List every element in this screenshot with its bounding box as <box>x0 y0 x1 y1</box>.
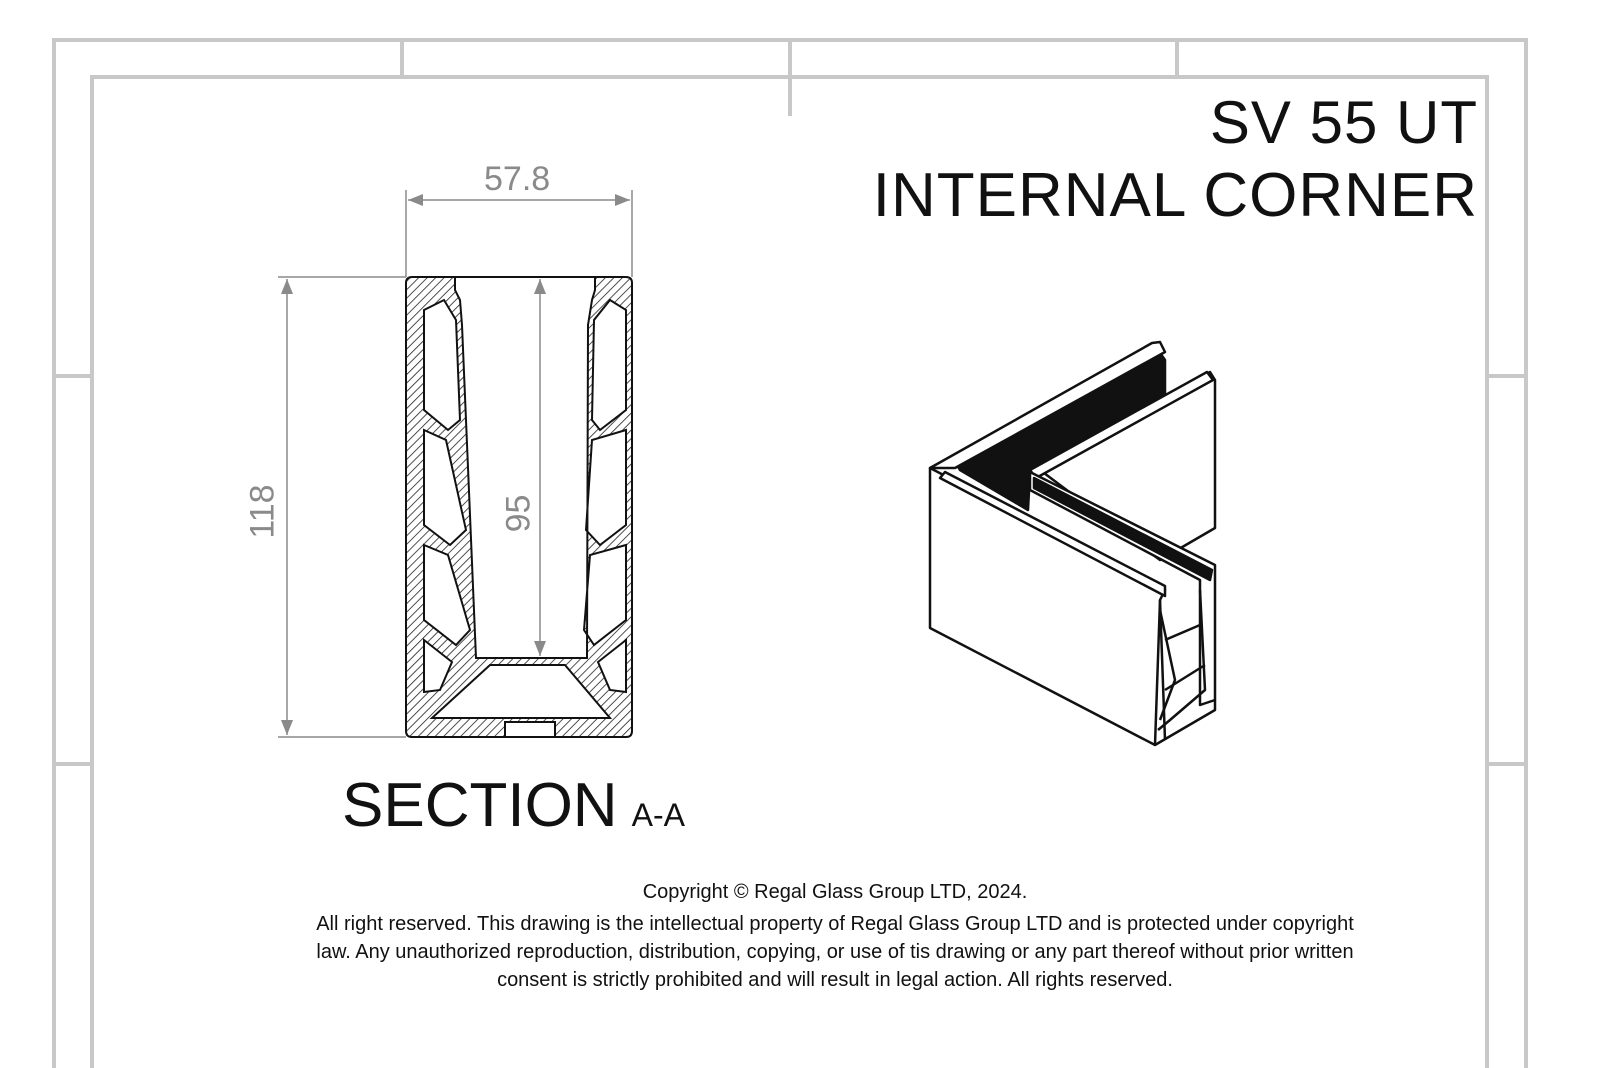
isometric-corner-view <box>928 340 1217 747</box>
drawing-title-name: INTERNAL CORNER <box>872 161 1478 230</box>
sheet-border <box>52 38 1528 1068</box>
copyright-line: All right reserved. This drawing is the … <box>316 913 1354 935</box>
copyright-line: Copyright © Regal Glass Group LTD, 2024. <box>642 881 1028 903</box>
dimension-height-label: 118 <box>243 484 282 539</box>
section-title: SECTION <box>342 771 618 840</box>
copyright-line: consent is strictly prohibited and will … <box>497 969 1173 991</box>
dimension-channel-depth-label: 95 <box>499 494 538 533</box>
drawing-title-code: SV 55 UT <box>1209 89 1478 156</box>
copyright-notice: Copyright © Regal Glass Group LTD, 2024.… <box>200 878 1470 994</box>
copyright-line: law. Any unauthorized reproduction, dist… <box>316 941 1354 963</box>
dimension-width-label: 57.8 <box>484 160 551 198</box>
section-profile <box>405 276 633 738</box>
dimension-lines <box>278 190 633 738</box>
section-view-id: A-A <box>631 797 685 833</box>
section-label: SECTION A-A <box>342 770 685 841</box>
